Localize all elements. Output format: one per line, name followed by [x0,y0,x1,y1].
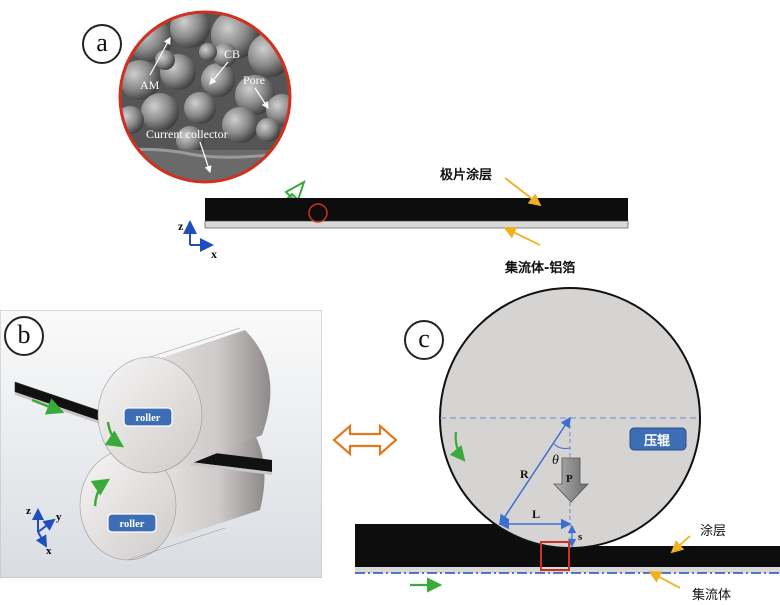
panel-b-axis-y: y [56,511,62,523]
roller-top-label: roller [136,413,161,424]
dim-label-s: s [578,531,583,543]
dim-label-p: P [566,473,573,485]
collector-label-a: 集流体-铝箔 [505,261,576,276]
panel-c-graphics: R θ P L s [355,287,780,593]
panel-b-label: b [4,316,44,356]
double-arrow [332,423,398,457]
dim-label-theta: θ [552,453,559,468]
panel-a-label: a [82,24,122,64]
roller-bottom-label: roller [120,519,145,530]
sem-label-cb: CB [224,47,240,61]
sem-label-am: AM [140,78,160,92]
panel-b-axis-x: x [46,545,52,557]
roller-label-tag [629,427,687,451]
contact-region-box [540,541,570,571]
panel-a-axis-z: z [178,219,184,233]
sem-label-current-collector: Current collector [146,127,228,141]
panel-c-label: c [404,320,444,360]
panel-b-graphics: roller roller z y x [0,310,322,578]
dim-label-l: L [532,507,540,521]
coating-label-a: 极片涂层 [440,168,493,183]
panel-b-axis-z: z [26,505,31,517]
coating-label-c: 涂层 [700,524,727,539]
collector-strip [204,220,629,229]
sample-location-circle [308,203,328,223]
coating-layer-thin [570,546,780,567]
collector-label-c: 集流体 [692,588,732,603]
dim-label-r: R [520,467,529,481]
roller-top-tag [123,407,173,427]
coating-strip [205,198,628,221]
sem-micrograph [120,12,290,182]
press-roller-label: 压辊 [644,434,671,449]
panel-a-axis-x: x [211,247,217,261]
pressure-arrow [553,457,589,503]
panel-a-graphics: AM CB Pore Current collector z x [118,10,629,261]
sem-label-pore: Pore [243,73,265,87]
roller-bottom-tag [107,513,157,533]
